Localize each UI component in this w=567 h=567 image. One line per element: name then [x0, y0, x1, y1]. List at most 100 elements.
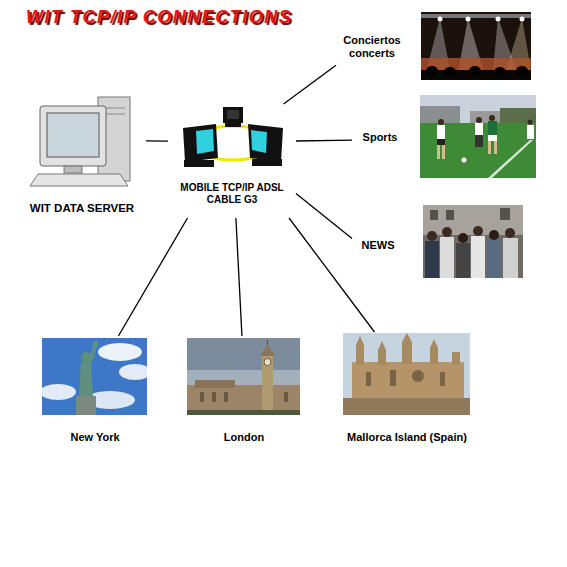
london-photo — [212, 392, 216, 402]
concert-photo — [520, 17, 525, 22]
concert-photo — [516, 66, 528, 76]
london-photo — [262, 356, 273, 415]
server-computer-icon — [30, 174, 128, 186]
news-crowd-photo — [458, 233, 468, 243]
connector-line — [284, 65, 336, 104]
concert-photo — [469, 66, 481, 76]
new-york-photo — [98, 343, 142, 361]
sports-photo — [488, 140, 533, 178]
news-crowd-photo — [423, 205, 523, 278]
sports-photo — [462, 158, 467, 163]
sports-photo — [420, 106, 460, 124]
connector-line — [118, 218, 187, 336]
concert-photo — [421, 12, 531, 80]
concert-photo — [421, 12, 531, 80]
concert-photo — [496, 17, 501, 22]
concert-photo — [421, 14, 531, 18]
news-crowd-photo — [500, 208, 510, 220]
new-york-photo — [40, 384, 76, 400]
london-photo — [264, 359, 271, 366]
network-ring-icon — [183, 124, 218, 162]
diagram-title: WIT TCP/IP CONNECTIONS — [26, 7, 292, 28]
london-photo — [267, 340, 269, 345]
concert-photo — [444, 67, 456, 77]
sports-photo — [437, 125, 445, 139]
mallorca-photo — [452, 352, 460, 365]
news-crowd-photo — [471, 236, 485, 278]
mallorca-photo — [440, 372, 445, 386]
news-crowd-photo — [505, 228, 515, 238]
photo-node: Sports — [352, 93, 538, 180]
network-ring-icon — [184, 160, 214, 167]
news-crowd-photo — [430, 210, 438, 220]
london-photo — [224, 392, 228, 402]
sports-photo — [420, 95, 536, 178]
concert-photo — [426, 66, 438, 76]
network-ring-icon — [225, 123, 241, 127]
server-node: WIT DATA SERVER — [18, 92, 146, 220]
london-photo — [195, 380, 235, 388]
new-york-photo — [90, 346, 95, 362]
photo-node: NEWS — [352, 202, 526, 280]
mallorca-photo — [352, 362, 464, 402]
london-photo — [187, 385, 300, 415]
server-computer-icon — [40, 106, 106, 166]
mallorca-photo — [430, 348, 438, 364]
mallorca-photo — [402, 342, 412, 364]
node-label: MOBILE TCP/IP ADSL CABLE G3 — [168, 182, 296, 205]
network-ring-icon — [248, 124, 283, 162]
new-york-photo — [40, 338, 151, 415]
london-photo — [187, 410, 300, 415]
network-ring-icon — [251, 130, 267, 153]
connector-line — [236, 218, 242, 336]
network-node: MOBILE TCP/IP ADSL CABLE G3 — [168, 104, 296, 218]
london-photo — [260, 345, 275, 356]
london-photo — [200, 392, 204, 402]
mallorca-photo — [343, 398, 470, 415]
sports-photo — [437, 139, 445, 145]
sports-photo — [528, 120, 533, 125]
news-crowd-photo — [442, 227, 452, 237]
mallorca-photo — [366, 372, 371, 386]
connector-line — [296, 139, 352, 141]
news-crowd-photo — [456, 243, 470, 278]
london-photo — [187, 338, 300, 415]
mallorca-photo — [378, 341, 386, 350]
node-label: Sports — [352, 131, 408, 144]
mallorca-photo — [430, 339, 438, 348]
sports-photo — [438, 119, 444, 125]
news-crowd-photo — [425, 241, 439, 278]
news-crowd-photo — [489, 230, 499, 240]
node-label: Mallorca Island (Spain) — [336, 431, 478, 444]
new-york-photo — [119, 364, 151, 380]
network-ring-icon — [183, 107, 283, 167]
concert-photo — [494, 67, 506, 77]
new-york-photo — [93, 341, 98, 347]
photo-node: New York — [40, 336, 150, 446]
photo-node: London — [184, 336, 304, 446]
new-york-photo — [76, 396, 96, 415]
sports-photo — [442, 145, 445, 159]
mallorca-photo — [390, 370, 396, 386]
node-label: London — [184, 431, 304, 444]
photo-node: Mallorca Island (Spain) — [336, 332, 478, 446]
sports-photo — [488, 141, 491, 154]
server-computer-icon — [30, 97, 130, 186]
network-ring-icon — [196, 129, 214, 154]
sports-photo — [488, 135, 497, 141]
sports-photo — [420, 123, 536, 178]
sports-photo — [475, 135, 483, 147]
mallorca-photo — [343, 333, 470, 415]
node-label: WIT DATA SERVER — [18, 202, 146, 215]
mallorca-photo — [356, 345, 364, 365]
network-ring-icon — [252, 159, 282, 166]
concert-photo — [438, 17, 443, 22]
mallorca-photo — [343, 333, 470, 415]
sports-photo — [420, 95, 536, 123]
news-crowd-photo — [503, 238, 518, 278]
mallorca-photo — [402, 333, 412, 342]
news-crowd-photo — [440, 237, 454, 278]
